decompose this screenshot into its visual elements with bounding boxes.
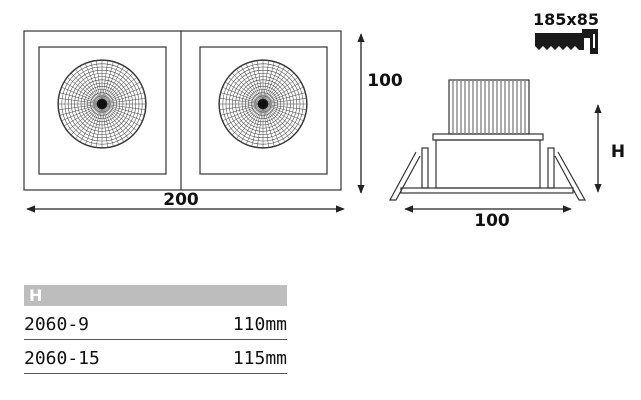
height-spec-table: H 2060-9 110mm 2060-15 115mm bbox=[24, 285, 287, 374]
left-inner-square bbox=[38, 46, 167, 175]
fixture-outer-frame bbox=[23, 30, 342, 191]
technical-drawing: 200 100 100 H 185x85 bbox=[23, 10, 625, 231]
left-spring-clip bbox=[388, 151, 421, 201]
height-cell: 115mm bbox=[232, 348, 287, 369]
table-header: H bbox=[24, 285, 287, 306]
table-row: 2060-15 115mm bbox=[24, 340, 287, 374]
mounting-flange bbox=[400, 187, 574, 194]
cutout-size-label: 185x85 bbox=[533, 10, 599, 29]
side-view bbox=[388, 79, 587, 201]
width-dimension-label: 200 bbox=[163, 190, 199, 210]
left-bracket bbox=[421, 147, 429, 189]
side-height-dimension-label: H bbox=[611, 142, 625, 162]
height-cell: 110mm bbox=[232, 314, 287, 335]
model-cell: 2060-9 bbox=[24, 314, 90, 335]
table-row: 2060-9 110mm bbox=[24, 306, 287, 340]
front-view bbox=[23, 30, 342, 191]
housing-body bbox=[435, 139, 541, 189]
height-dimension-label: 100 bbox=[367, 71, 403, 91]
left-lens bbox=[57, 59, 147, 149]
saw-icon bbox=[535, 29, 598, 54]
right-lens bbox=[218, 59, 308, 149]
model-cell: 2060-15 bbox=[24, 348, 100, 369]
side-width-dimension-label: 100 bbox=[474, 211, 510, 231]
right-inner-square bbox=[199, 46, 328, 175]
heatsink-collar bbox=[432, 133, 544, 141]
heatsink bbox=[448, 79, 530, 135]
right-bracket bbox=[547, 147, 555, 189]
right-spring-clip bbox=[554, 151, 587, 201]
